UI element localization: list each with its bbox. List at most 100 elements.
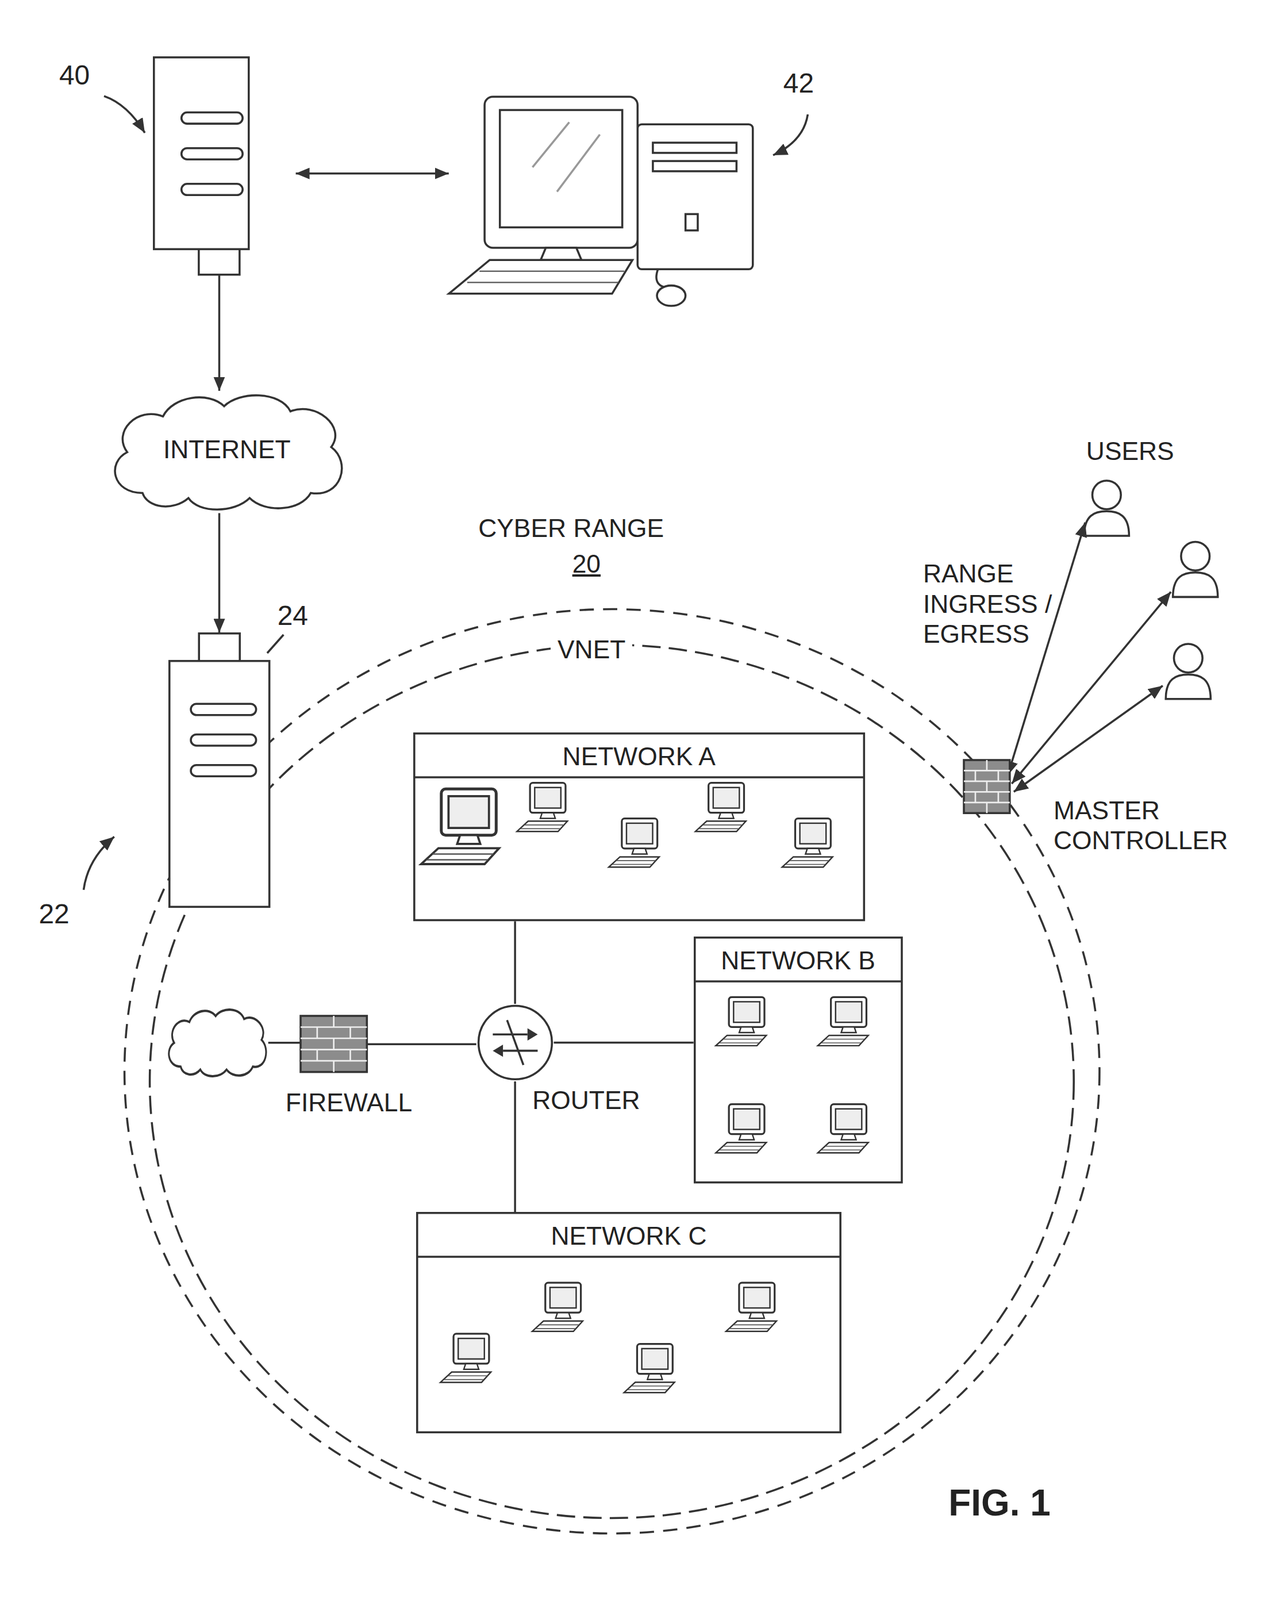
cloud-link bbox=[268, 1041, 303, 1044]
network-computer-icons bbox=[624, 1343, 675, 1393]
user-icons bbox=[1173, 643, 1203, 673]
network-computer-icons bbox=[715, 1104, 767, 1153]
master-controller-firewall-outline bbox=[974, 791, 977, 802]
network-box-outline bbox=[417, 1255, 841, 1258]
vnet-boundary: VNETNETWORK ANETWORK BNETWORK CROUTERFIR… bbox=[147, 642, 1076, 1520]
workstation-outline bbox=[685, 214, 698, 231]
user-access-arrows bbox=[1007, 522, 1086, 776]
network-box-outline bbox=[694, 979, 902, 983]
user-icons bbox=[1092, 480, 1121, 510]
firewall-symbol-label: FIREWALL bbox=[285, 1087, 449, 1118]
server-outline bbox=[152, 56, 251, 276]
firewall-symbol-outline bbox=[350, 1027, 352, 1039]
callout-number: 22 bbox=[38, 897, 100, 931]
callout-leader bbox=[104, 95, 145, 133]
workstation-outline bbox=[484, 97, 638, 249]
range-server-outline bbox=[169, 660, 270, 907]
network-box-label: NETWORK C bbox=[416, 1220, 842, 1251]
workstation-outline bbox=[540, 247, 582, 260]
network-computer-icons bbox=[782, 818, 833, 868]
workstation-outline bbox=[652, 160, 737, 172]
external-cloud bbox=[168, 1009, 267, 1076]
router-symbol-outline bbox=[527, 1028, 538, 1041]
router-symbol-outline bbox=[476, 1003, 555, 1082]
workstation-outline bbox=[448, 259, 633, 294]
arrow-connector bbox=[218, 275, 221, 391]
network-box-label: NETWORK A bbox=[413, 741, 866, 772]
vnet-boundary-outline bbox=[150, 644, 1075, 1518]
range-server-outline bbox=[190, 734, 257, 747]
router-symbol: ROUTER bbox=[476, 1003, 555, 1082]
server-outline bbox=[181, 183, 243, 195]
network-computer-icons bbox=[440, 1333, 491, 1383]
network-computer-icons bbox=[817, 1104, 869, 1153]
cloud-link bbox=[268, 1041, 303, 1044]
network-box: NETWORK B bbox=[693, 936, 903, 1183]
master-controller-firewall-outline bbox=[963, 759, 1010, 813]
range-server-outline bbox=[168, 632, 271, 908]
internet-cloud: INTERNET bbox=[101, 390, 352, 514]
internet-cloud-label: INTERNET bbox=[101, 434, 352, 465]
router-symbol-outline bbox=[492, 1019, 538, 1065]
router-symbol-outline bbox=[478, 1005, 552, 1080]
user-icons bbox=[1084, 480, 1218, 699]
network-computer-icons bbox=[421, 782, 869, 1393]
network-box: NETWORK C bbox=[416, 1211, 842, 1433]
network-link bbox=[513, 920, 517, 1004]
firewall-symbol-outline bbox=[300, 1015, 367, 1072]
firewall-symbol-outline bbox=[350, 1049, 352, 1062]
firewall-symbol-outline bbox=[300, 1015, 367, 1072]
master-controller-firewall: MASTER CONTROLLER bbox=[963, 759, 1010, 813]
group-label: USERS bbox=[1086, 436, 1209, 467]
workstation-outline bbox=[448, 93, 755, 309]
arrow-connector bbox=[218, 513, 221, 633]
network-link bbox=[554, 1041, 694, 1044]
firewall-symbol-outline bbox=[316, 1049, 319, 1062]
workstation-outline bbox=[656, 285, 686, 306]
network-link bbox=[513, 1081, 517, 1212]
server-label: 40 bbox=[59, 59, 121, 92]
figure-label: FIG. 1 bbox=[948, 1481, 1153, 1525]
network-computer-icons bbox=[608, 818, 660, 868]
master-controller-firewall-outline bbox=[985, 759, 988, 771]
network-computer-icons bbox=[516, 782, 568, 832]
server-outline bbox=[154, 56, 249, 249]
user-icons bbox=[1173, 572, 1218, 598]
user-access-arrows bbox=[1013, 685, 1163, 793]
workstation-outline bbox=[499, 110, 622, 228]
range-server-outline bbox=[190, 765, 257, 777]
firewall-symbol-outline bbox=[333, 1038, 336, 1050]
cyber-range-boundary-outline bbox=[124, 608, 1099, 1533]
callout-leader bbox=[773, 114, 808, 156]
network-computer-icons bbox=[695, 782, 747, 832]
network-link bbox=[367, 1042, 477, 1045]
callout-leader bbox=[83, 836, 115, 890]
user-icons bbox=[1165, 674, 1211, 699]
server-outline bbox=[198, 247, 240, 275]
workstation-outline bbox=[652, 142, 737, 153]
range-server-outline bbox=[198, 633, 240, 663]
workstation: 42 bbox=[448, 93, 755, 309]
user-access-arrows bbox=[1011, 592, 1171, 784]
master-controller-firewall-outline bbox=[997, 791, 999, 802]
master-controller-firewall-outline bbox=[985, 781, 988, 792]
network-box-outline bbox=[413, 775, 864, 779]
router-symbol-outline bbox=[492, 1044, 503, 1057]
firewall-symbol-outline bbox=[316, 1027, 319, 1039]
firewall-symbol-outline bbox=[333, 1060, 336, 1072]
server-outline bbox=[181, 112, 243, 124]
annotation: RANGE INGRESS / EGRESS bbox=[923, 558, 1076, 649]
callout-leader bbox=[267, 634, 284, 653]
workstation-outline bbox=[467, 271, 625, 283]
network-box: NETWORK A bbox=[413, 732, 866, 921]
firewall-symbol: FIREWALL bbox=[300, 1015, 367, 1072]
user-icons bbox=[1084, 480, 1129, 536]
vnet-boundary-outline bbox=[147, 642, 1076, 1520]
user-icons bbox=[1181, 542, 1210, 571]
server-outline bbox=[181, 147, 243, 160]
network-computer-icons bbox=[725, 1282, 777, 1332]
master-controller-firewall-label: MASTER CONTROLLER bbox=[1053, 795, 1258, 856]
vnet-boundary-label: VNET bbox=[550, 634, 633, 665]
master-controller-firewall-outline bbox=[997, 770, 999, 781]
